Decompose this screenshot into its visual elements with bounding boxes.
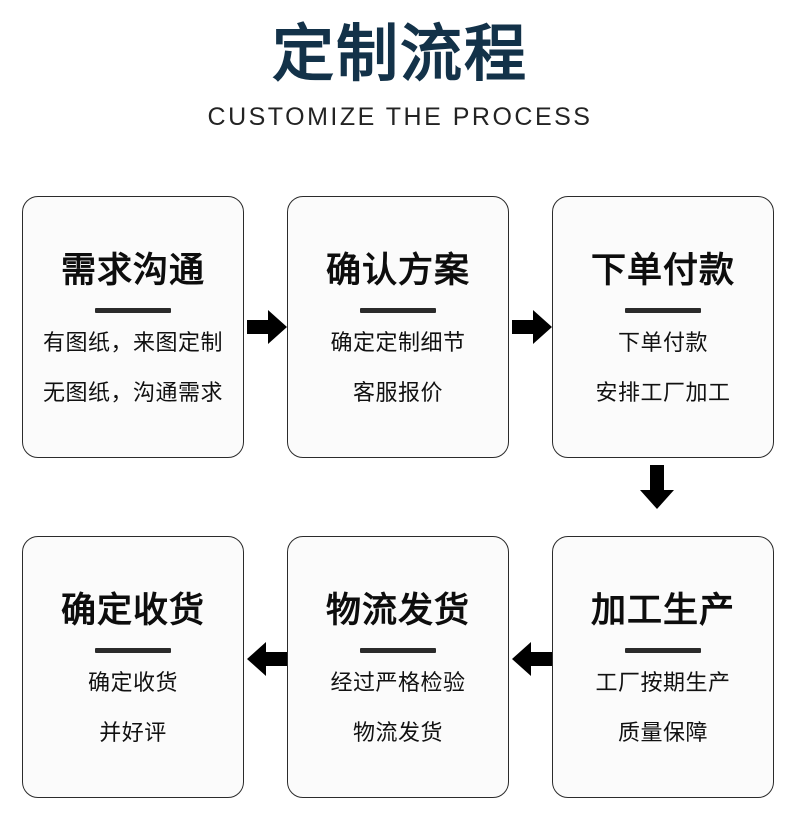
step-3-divider <box>625 307 701 313</box>
step-1-divider <box>95 307 171 313</box>
step-6-line-1: 确定收货 <box>87 669 178 695</box>
arrow-left-icon-step4-step5 <box>512 642 552 676</box>
process-step-1[interactable]: 需求沟通 有图纸，来图定制 无图纸，沟通需求 <box>22 196 244 458</box>
step-2-title: 确认方案 <box>325 250 470 291</box>
step-1-line-2: 无图纸，沟通需求 <box>42 379 223 405</box>
step-3-title: 下单付款 <box>590 250 735 291</box>
step-3-line-2: 安排工厂加工 <box>595 379 731 405</box>
process-step-2[interactable]: 确认方案 确定定制细节 客服报价 <box>287 196 509 458</box>
arrow-right-icon-step2-step3 <box>512 310 552 344</box>
step-6-divider <box>95 647 171 653</box>
step-6-line-2: 并好评 <box>99 719 167 745</box>
arrow-right-icon-step1-step2 <box>247 310 287 344</box>
process-step-5[interactable]: 物流发货 经过严格检验 物流发货 <box>287 536 509 798</box>
step-5-line-1: 经过严格检验 <box>330 669 466 695</box>
step-2-line-1: 确定定制细节 <box>330 329 466 355</box>
step-5-line-2: 物流发货 <box>352 719 443 745</box>
step-4-line-2: 质量保障 <box>617 719 708 745</box>
step-5-divider <box>360 647 436 653</box>
page-title: 定制流程 <box>271 17 528 90</box>
step-3-line-1: 下单付款 <box>617 329 708 355</box>
page-subtitle: CUSTOMIZE THE PROCESS <box>207 103 593 131</box>
arrow-left-icon-step5-step6 <box>247 642 287 676</box>
step-1-title: 需求沟通 <box>60 250 205 291</box>
step-5-title: 物流发货 <box>325 590 470 631</box>
step-4-line-1: 工厂按期生产 <box>595 669 731 695</box>
step-4-title: 加工生产 <box>590 590 735 631</box>
page-header: 定制流程 CUSTOMIZE THE PROCESS <box>0 0 800 160</box>
step-6-title: 确定收货 <box>60 590 205 631</box>
process-step-4[interactable]: 加工生产 工厂按期生产 质量保障 <box>552 536 774 798</box>
arrow-down-icon-step3-step4 <box>640 465 674 509</box>
step-1-line-1: 有图纸，来图定制 <box>42 329 223 355</box>
step-2-line-2: 客服报价 <box>352 379 443 405</box>
step-4-divider <box>625 647 701 653</box>
process-flow-diagram: 需求沟通 有图纸，来图定制 无图纸，沟通需求 确认方案 确定定制细节 客服报价 … <box>0 190 800 810</box>
process-step-6[interactable]: 确定收货 确定收货 并好评 <box>22 536 244 798</box>
process-step-3[interactable]: 下单付款 下单付款 安排工厂加工 <box>552 196 774 458</box>
step-2-divider <box>360 307 436 313</box>
